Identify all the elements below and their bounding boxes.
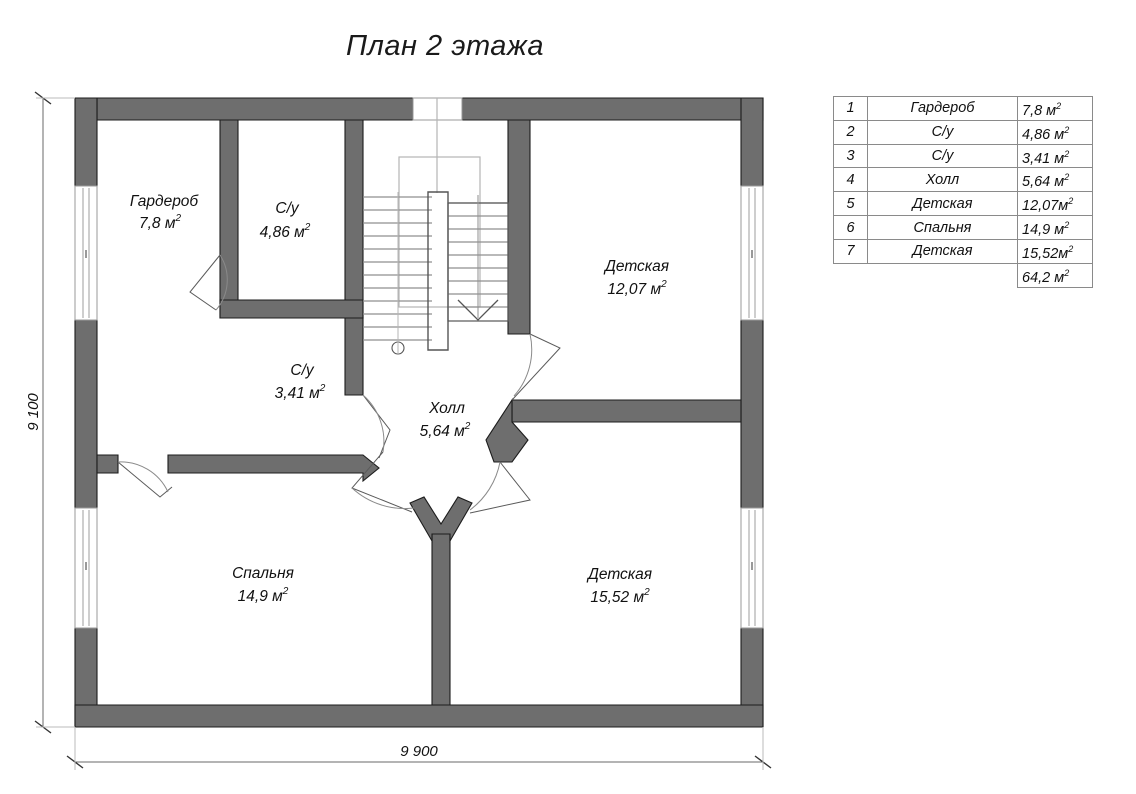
exterior-wall-right-mid [740,319,764,509]
room-label-spalnya-area: 14,9 м2 [238,586,289,605]
legend-row-number: 7 [833,238,868,264]
legend-row-area: 14,9 м2 [1017,215,1093,240]
exterior-wall-top-right [461,97,764,121]
table-row: 3 С/у 3,41 м2 [833,143,1093,169]
room-label-holl-name: Холл [428,400,465,417]
partition-stairs-detskaya [507,119,531,335]
window-right-upper [740,185,764,321]
legend-total-number [834,263,868,287]
legend-row-area: 3,41 м2 [1017,143,1093,169]
legend-total-name [868,263,1018,287]
dimension-lines-group [34,91,772,770]
legend-row-name: С/у [867,143,1018,169]
legend-row-number: 6 [833,215,868,240]
room-label-detskaya1-name: Детская [603,258,669,275]
window-left-upper [74,185,98,321]
page-title: План 2 этажа [346,30,544,62]
room-label-su1-name: С/у [275,200,300,217]
room-label-su2-area: 3,41 м2 [275,383,326,402]
legend-row-number: 4 [833,167,868,193]
legend-row-name: Детская [867,191,1018,217]
legend-row-name: Гардероб [867,96,1018,121]
door-hall-detskaya-bottom [469,461,531,514]
legend-row-area: 12,07м2 [1017,191,1093,217]
room-label-detskaya2-area: 15,52 м2 [590,587,650,606]
legend-row-number: 2 [833,119,868,145]
partition-left-nib [96,454,119,474]
windows-group [74,97,764,629]
partition-hall-right-nib [485,398,529,463]
legend-total-area: 64,2 м2 [1017,262,1093,288]
table-row: 4 Холл 5,64 м2 [833,167,1093,193]
room-labels-group: Гардероб 7,8 м2 С/у 4,86 м2 С/у 3,41 м2 … [130,193,669,606]
exterior-wall-left-upper [74,97,98,187]
legend-row-number: 3 [833,143,868,169]
legend-row-area: 4,86 м2 [1017,119,1093,145]
legend-row-area: 15,52м2 [1017,238,1093,264]
room-area-legend-table: 1 Гардероб 7,8 м2 2 С/у 4,86 м2 3 С/у 3,… [833,96,1093,288]
exterior-wall-top-left [75,97,414,121]
legend-total-row: 64,2 м2 [834,262,1093,288]
partition-y-junction [409,496,473,544]
dimension-label-width: 9 900 [400,743,438,760]
door-su2-hall [362,394,391,459]
stair-center-divider [427,191,449,351]
table-row: 2 С/у 4,86 м2 [833,119,1093,145]
legend-row-number: 1 [833,96,868,121]
room-label-garderob-area: 7,8 м2 [139,213,181,232]
walls-group [74,97,764,728]
exterior-wall-bottom [74,704,764,728]
legend-row-name: Детская [867,238,1018,264]
partition-detskaya-divider [511,399,742,423]
legend-row-area: 7,8 м2 [1017,96,1093,121]
door-garderob-su [189,254,221,311]
room-label-su2-name: С/у [290,362,315,379]
window-left-lower [74,507,98,629]
table-row: 5 Детская 12,07м2 [833,191,1093,217]
room-label-detskaya1-area: 12,07 м2 [607,279,667,298]
stair-direction-down-arrow-icon [457,299,499,321]
room-label-su1-area: 4,86 м2 [260,222,311,241]
table-row: 7 Детская 15,52м2 [833,238,1093,264]
legend-row-area: 5,64 м2 [1017,167,1093,193]
door-spalnya-left [117,461,173,498]
partition-spalnya-detskaya [431,529,451,706]
partition-su2-right [344,317,364,396]
legend-row-name: С/у [867,119,1018,145]
partition-su2-bottom [167,454,380,483]
legend-row-number: 5 [833,191,868,217]
dimension-label-height: 9 100 [25,393,42,431]
partition-su-bottom [219,299,364,319]
exterior-wall-left-mid [74,319,98,509]
room-label-holl-area: 5,64 м2 [420,421,471,440]
exterior-wall-right-upper [740,97,764,187]
window-right-lower [740,507,764,629]
table-row: 1 Гардероб 7,8 м2 [833,96,1093,121]
legend-table-body: 1 Гардероб 7,8 м2 2 С/у 4,86 м2 3 С/у 3,… [833,96,1093,288]
doors-group [117,254,561,514]
table-row: 6 Спальня 14,9 м2 [833,215,1093,240]
door-hall-detskaya-top [511,333,561,401]
stairs-icon [363,98,509,355]
partition-garderob-su [219,119,239,319]
room-label-spalnya-name: Спальня [232,565,294,582]
legend-row-name: Холл [867,167,1018,193]
room-label-detskaya2-name: Детская [586,566,652,583]
legend-row-name: Спальня [867,215,1018,240]
room-label-garderob-name: Гардероб [130,193,200,210]
partition-su-stairs [344,119,364,319]
